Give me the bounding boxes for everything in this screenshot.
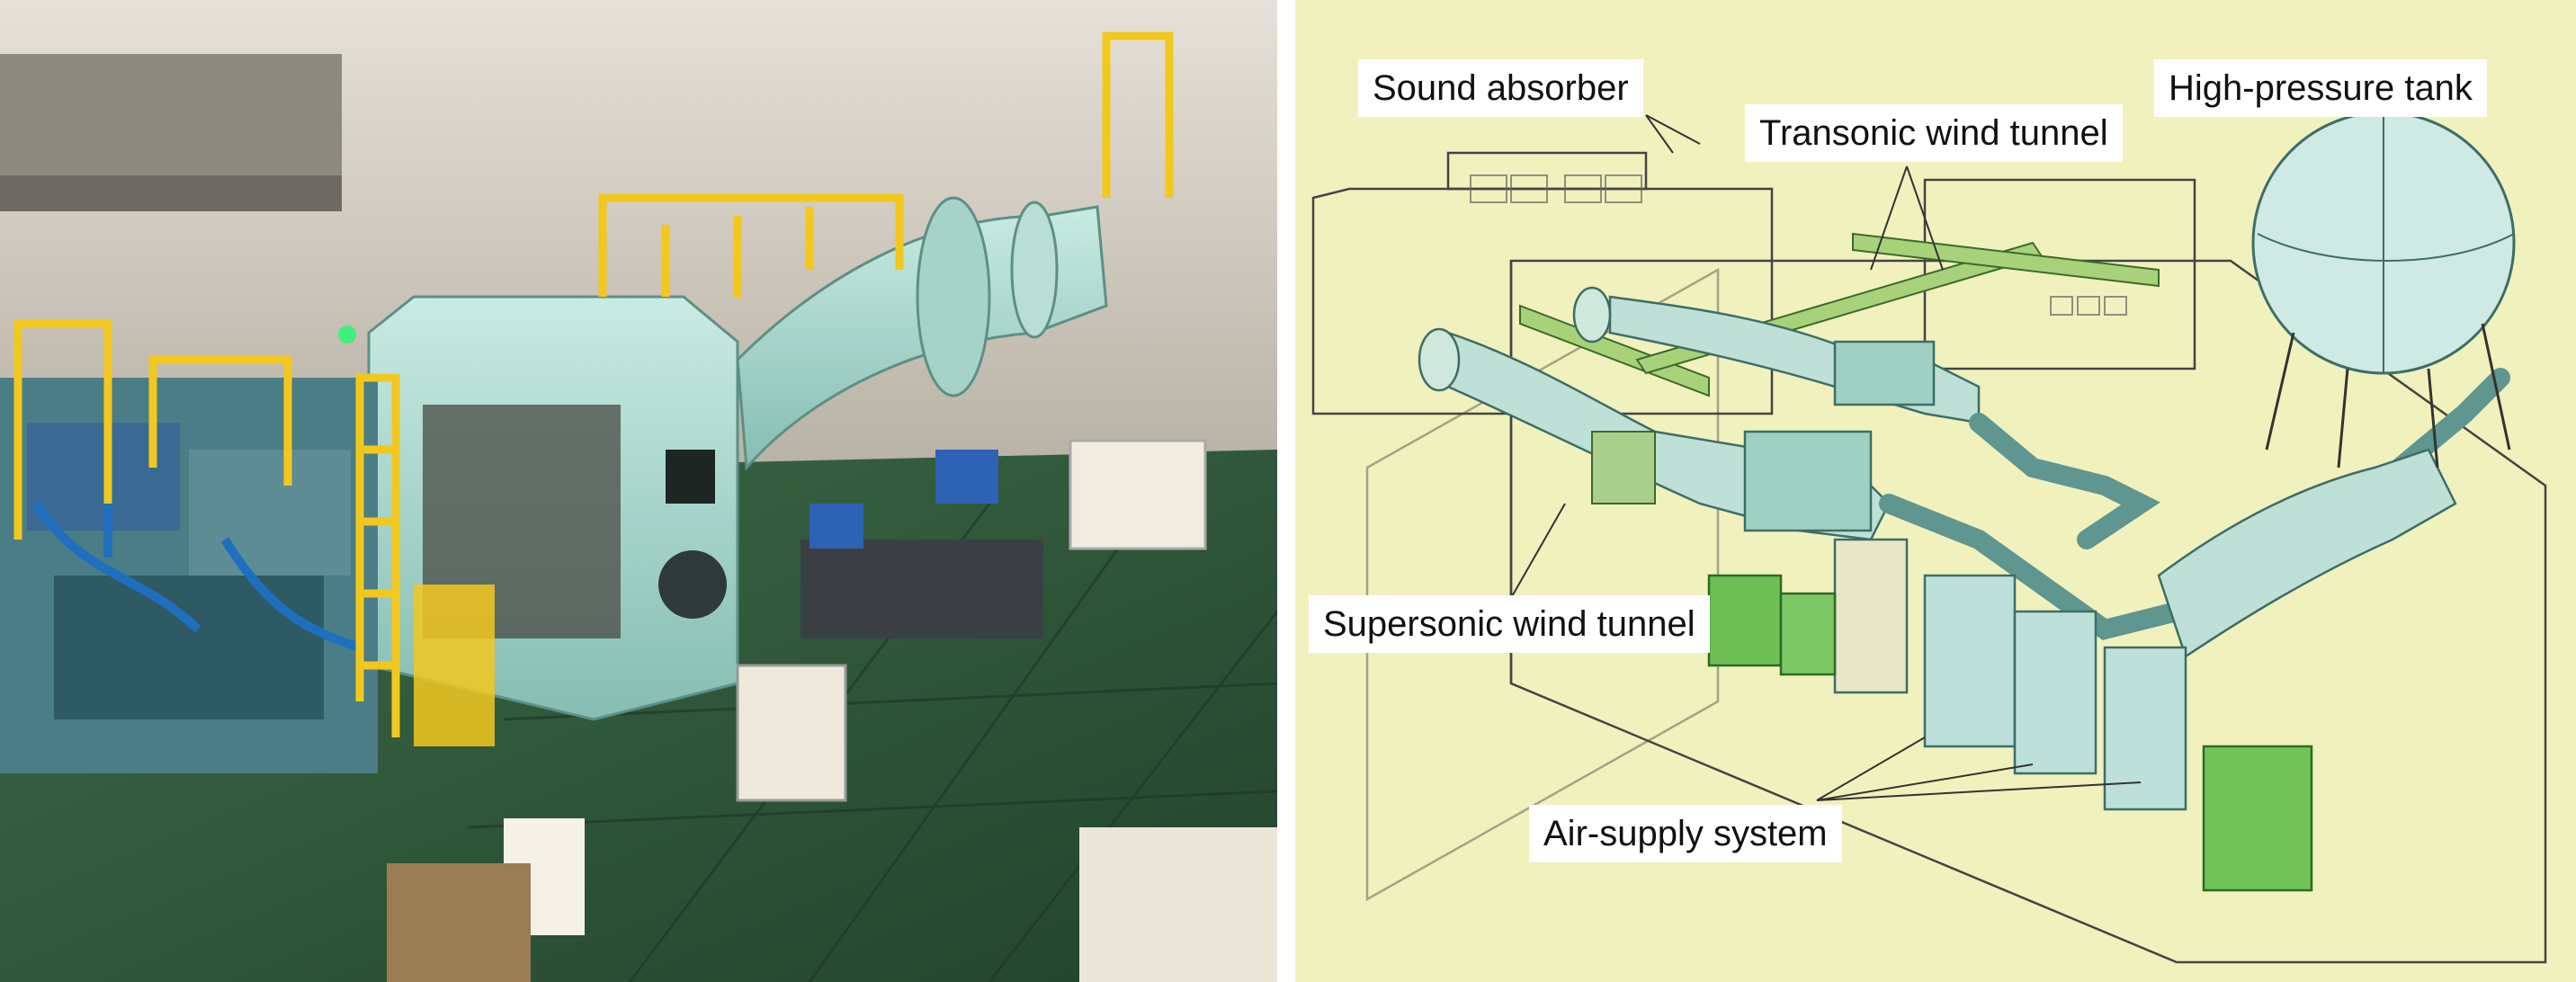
yellow-railings: [13, 31, 1174, 737]
facility-diagram-art: [1295, 0, 2576, 982]
label-supersonic-wind-tunnel: Supersonic wind tunnel: [1309, 595, 1710, 653]
label-air-supply-system: Air-supply system: [1529, 805, 1842, 862]
label-transonic-wind-tunnel: Transonic wind tunnel: [1745, 104, 2123, 162]
supersonic-tunnel: [1418, 327, 1891, 541]
label-sound-absorber: Sound absorber: [1358, 59, 1643, 117]
label-high-pressure-tank: High-pressure tank: [2154, 59, 2487, 117]
storage-vessel: [2157, 448, 2457, 658]
control-unit: [1069, 439, 1207, 550]
air-supply-units: [1707, 538, 2313, 892]
facility-photo-art: [0, 0, 1277, 982]
workbench: [801, 540, 1043, 638]
transonic-tunnel: [1519, 232, 2160, 424]
facility-diagram: Sound absorber Transonic wind tunnel Hig…: [1295, 0, 2576, 982]
facility-photo: [0, 0, 1277, 982]
